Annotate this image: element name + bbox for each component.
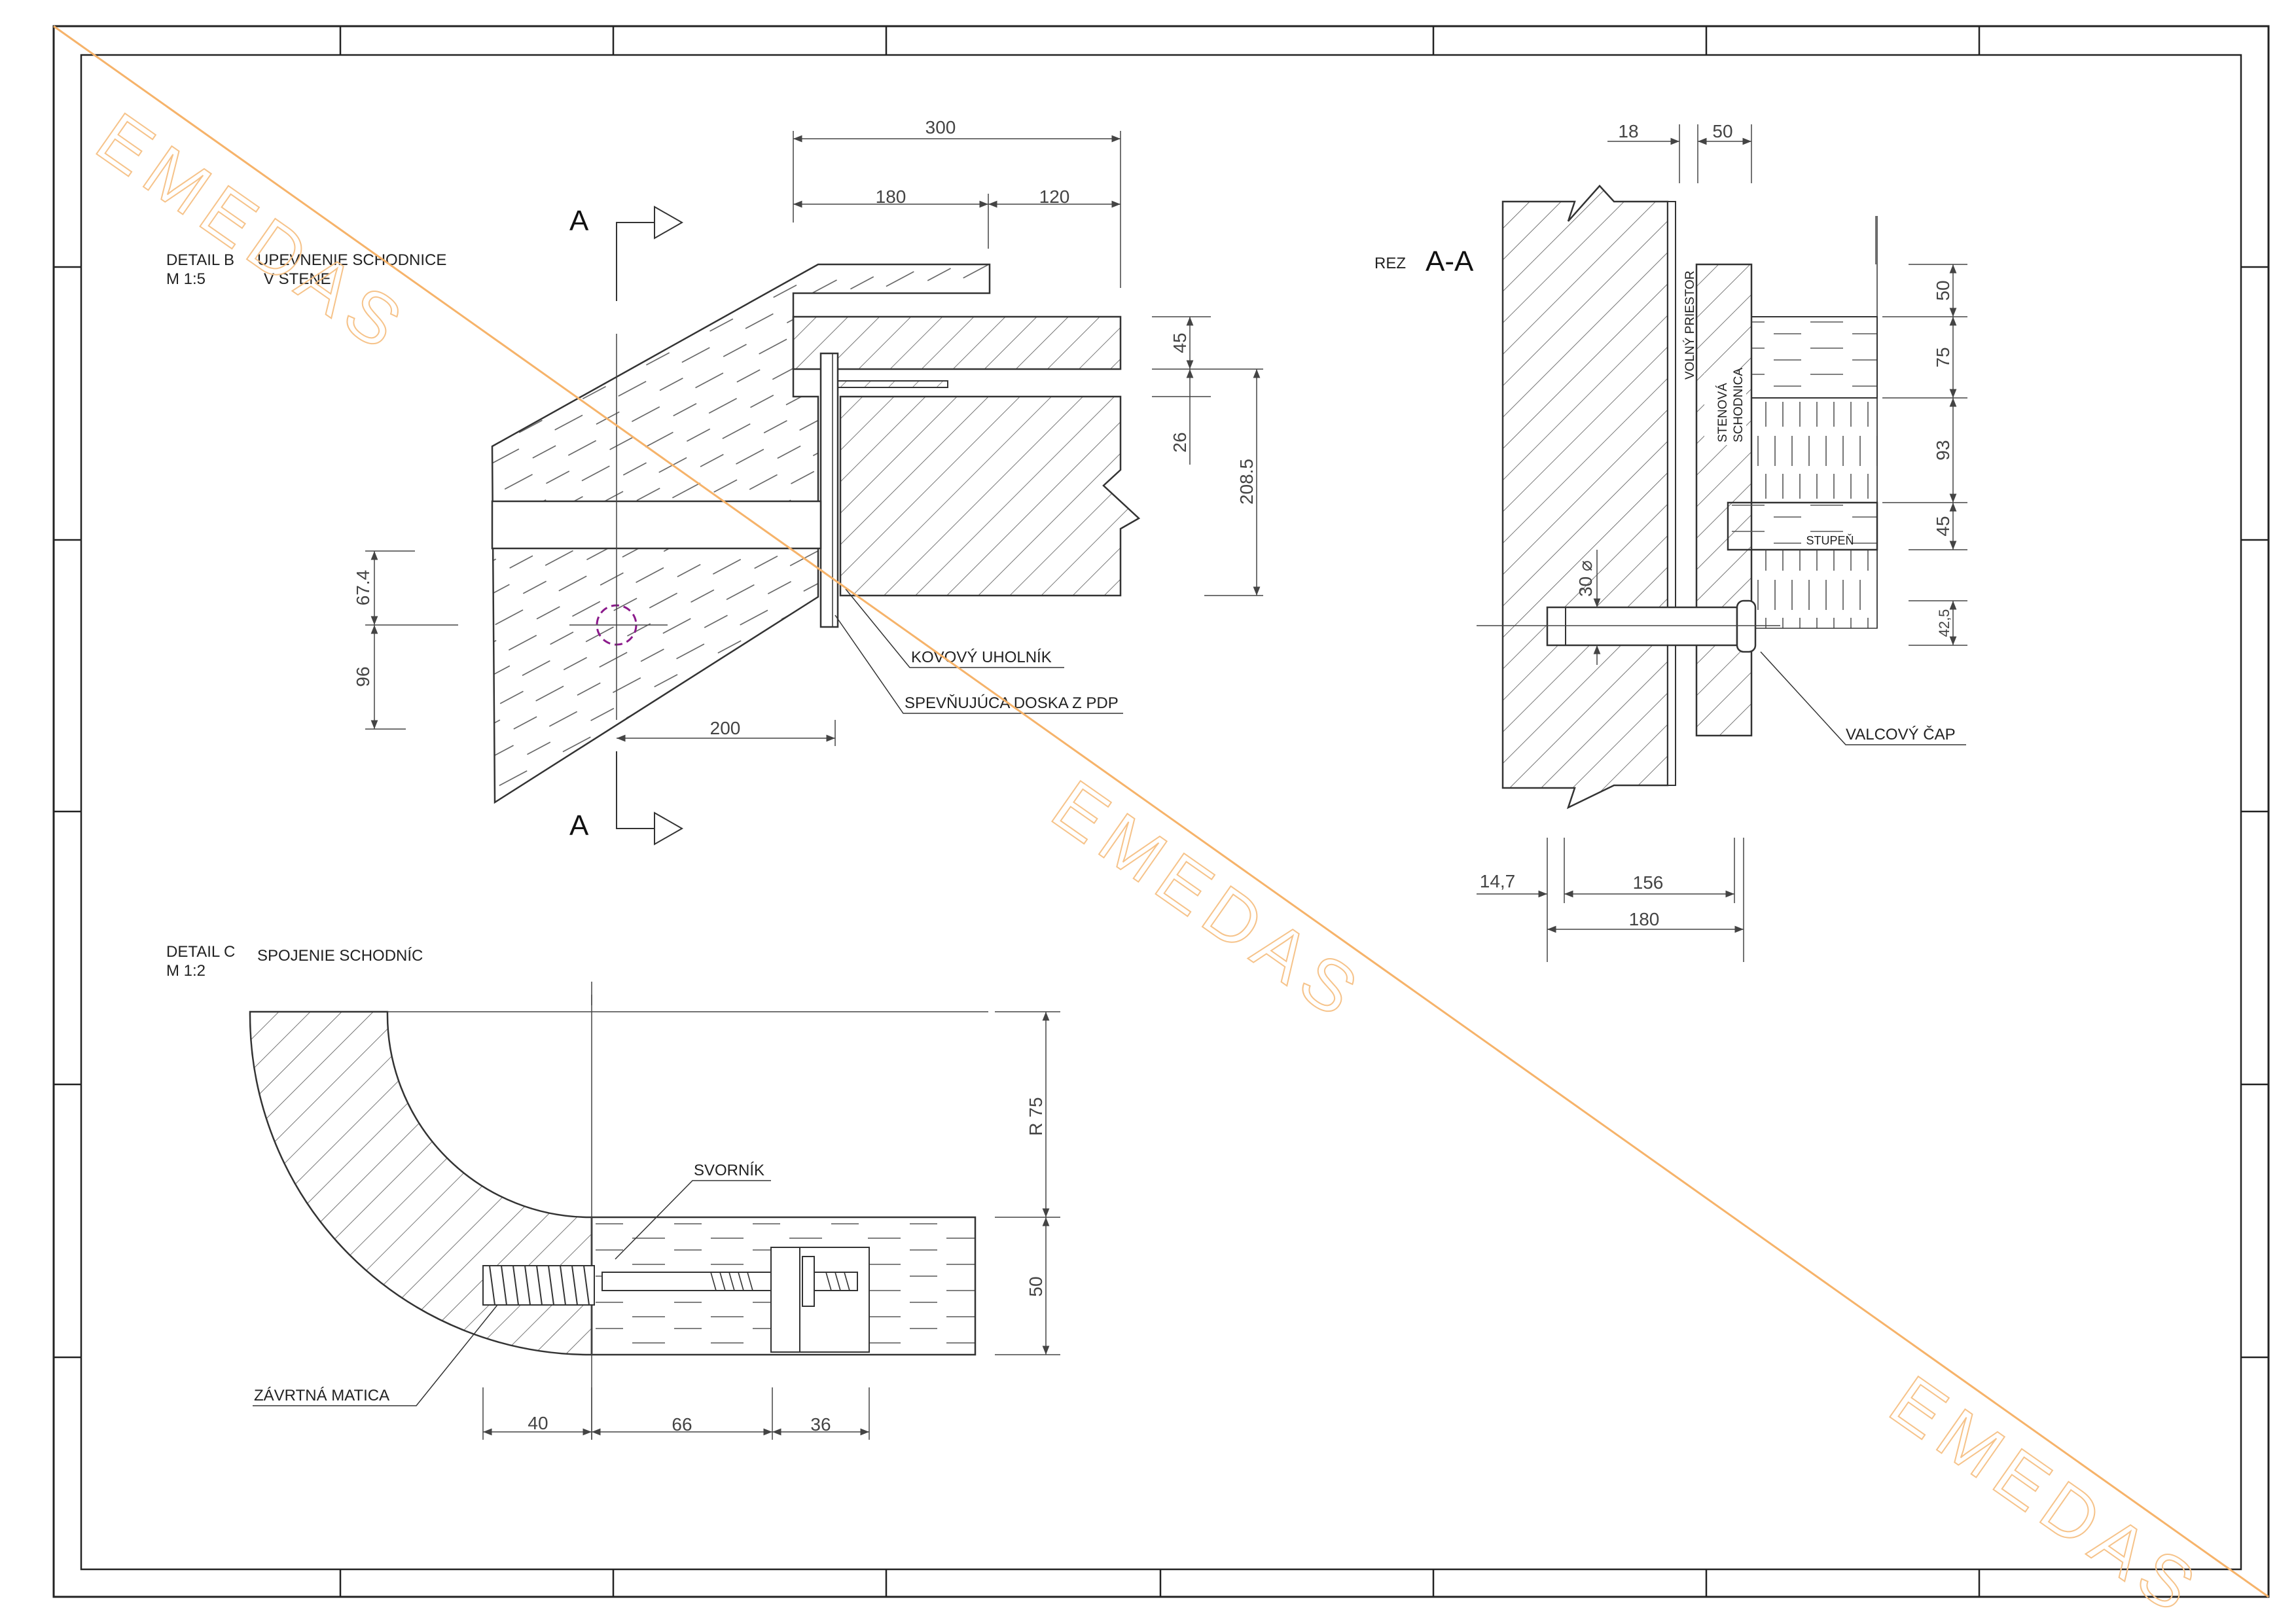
bolt-assembly [482,1247,870,1353]
dim-26: 26 [1170,432,1190,452]
section-title-a-a: A-A [1426,245,1474,277]
callout-kovovy-uholnik: KOVOVÝ UHOLNÍK [911,649,1052,666]
callout-leader-matica [253,1304,498,1406]
callout-leader-angle [845,588,1064,668]
detail-c: DETAIL C M 1:2 SPOJENIE SCHODNÍC [166,943,1060,1440]
dim-50-c: 50 [1026,1276,1046,1296]
dim-45: 45 [1170,332,1190,353]
rez-label: REZ [1374,255,1406,272]
step-board [1727,501,1878,551]
watermark-text-2: EMEDAS [1038,765,1378,1037]
dim-75: 75 [1933,347,1953,367]
tread-middle-wood [1751,397,1878,503]
dim-180: 180 [876,187,906,207]
dim-18: 18 [1618,121,1638,141]
dim-96: 96 [353,666,373,687]
dim-67-4: 67.4 [353,570,373,606]
dim-180-aa: 180 [1629,909,1660,929]
section-letter-a-bottom: A [569,810,589,842]
detail-b-dimensions [365,131,1263,746]
tread-top-wood [1751,316,1878,399]
detail-b-title: UPEVNENIE SCHODNICE [257,251,446,269]
cylindrical-pin [1546,606,1738,647]
detail-b-label: DETAIL B [166,251,234,269]
dim-50-top: 50 [1712,121,1732,141]
callout-leader-pin [1760,651,1966,745]
label-stenova: STENOVÁ [1716,383,1730,442]
callout-svornik: SVORNÍK [694,1162,764,1179]
dim-208-5: 208.5 [1236,459,1257,505]
wall-hatched [1501,185,1669,810]
dim-300: 300 [925,117,956,137]
tread-top-hatched [792,315,1122,370]
section-a-a: REZ A-A VOLNÝ PRIESTOR STENOVÁ SCHODNICA… [1374,121,1967,962]
watermark-text-1: EMEDAS [82,98,423,369]
reinforcing-plate [819,352,839,628]
free-space-gap [1667,201,1676,786]
detail-b: DETAIL B M 1:5 UPEVNENIE SCHODNICE V STE… [166,117,1263,846]
horizontal-plate [491,500,822,550]
section-letter-a-top: A [569,205,589,237]
section-mark-top: A [569,205,684,301]
dim-36: 36 [810,1414,831,1435]
detail-c-scale: M 1:2 [166,962,206,980]
label-volny-priestor: VOLNÝ PRIESTOR [1683,271,1697,380]
dim-42-5: 42,5 [1936,609,1952,637]
dim-40: 40 [528,1413,548,1433]
label-stupen: STUPEŇ [1806,534,1854,547]
callout-valcovy-cap: VALCOVÝ ČAP [1846,725,1956,743]
dim-120: 120 [1039,187,1070,207]
dim-200: 200 [710,718,741,738]
section-mark-bottom: A [569,751,684,846]
callout-leader-plate [834,615,1123,714]
dim-50-right: 50 [1933,280,1953,300]
dim-156: 156 [1633,872,1664,893]
detail-c-title: SPOJENIE SCHODNÍC [257,947,423,965]
callout-zavrtna-matica: ZÁVRTNÁ MATICA [254,1387,389,1404]
dim-66: 66 [672,1414,692,1435]
tread-body-hatched [839,395,1141,597]
detail-b-scale: M 1:5 [166,270,206,288]
sheet-frame [52,25,2270,1598]
callout-spevnujuca-doska: SPEVŇUJÚCA DOSKA Z PDP [905,694,1119,712]
callout-leader-svornik [615,1180,771,1260]
wall-stringer-hatched [1695,263,1753,737]
section-aa-dimensions [1477,124,1967,962]
dim-30-dia: 30 ⌀ [1575,560,1596,597]
dim-93: 93 [1933,440,1953,460]
dim-r75: R 75 [1026,1097,1046,1135]
detail-c-dimensions [482,1011,1060,1440]
metal-angle-strip [836,380,948,388]
dim-45-right: 45 [1933,516,1953,536]
threaded-insert [482,1265,595,1306]
tread-lower-wood [1751,549,1878,629]
label-schodnica: SCHODNICA [1732,368,1746,442]
dim-14-7: 14,7 [1480,871,1516,891]
detail-b-title-2: V STENE [264,270,331,288]
detail-c-label: DETAIL C [166,943,235,961]
watermark-text-3: EMEDAS [1876,1361,2216,1623]
